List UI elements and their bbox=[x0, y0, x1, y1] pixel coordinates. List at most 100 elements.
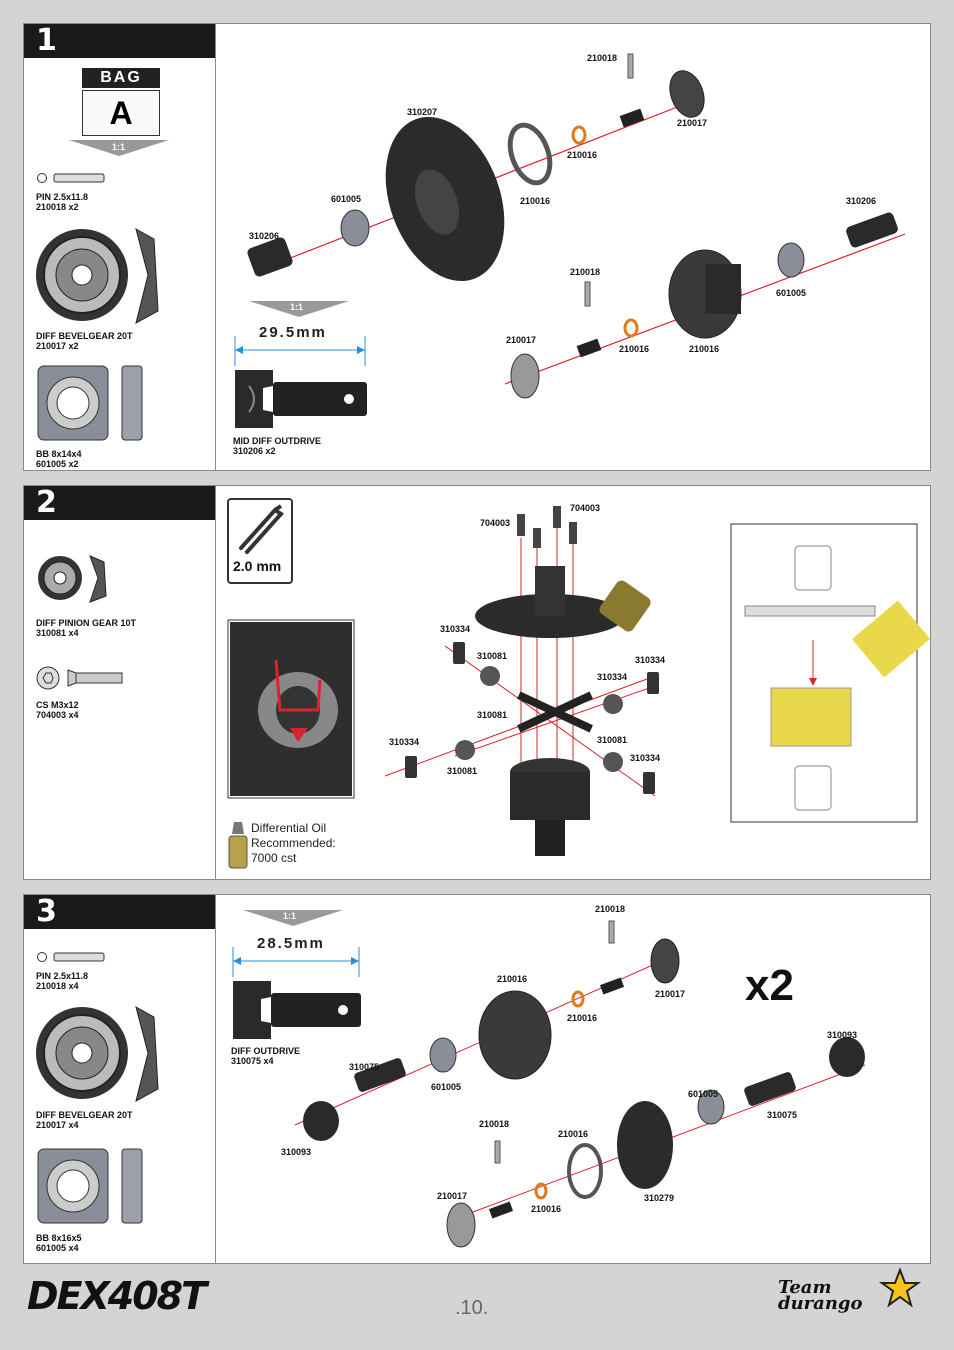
oil-fill-detail bbox=[730, 523, 931, 823]
callout: 601005 bbox=[776, 288, 807, 298]
callout: 210016 bbox=[567, 1013, 598, 1023]
step3-diagram: 1:1 28.5mm DIFF OUTDRIVE 310075 x4 x2 bbox=[215, 895, 930, 1263]
part-name: CS M3x12 bbox=[36, 700, 79, 710]
callout: 210017 bbox=[677, 118, 708, 128]
bevel-gear-icon bbox=[36, 1005, 159, 1102]
measurement-line bbox=[232, 947, 360, 977]
callout: 704003 bbox=[480, 518, 511, 528]
bag-scale-arrow bbox=[69, 140, 169, 156]
callout: 310334 bbox=[597, 672, 628, 682]
oil-note-line3: 7000 cst bbox=[251, 851, 297, 865]
callout: 210017 bbox=[506, 335, 537, 345]
callout: 310081 bbox=[477, 710, 508, 720]
callout: 310075 bbox=[349, 1062, 380, 1072]
measurement-label: 28.5mm bbox=[257, 935, 325, 952]
step1-number: 1 bbox=[24, 24, 215, 58]
brand-logo: Team durango bbox=[778, 1277, 863, 1314]
outdrive-name: DIFF OUTDRIVE bbox=[231, 1046, 300, 1056]
callout: 310206 bbox=[249, 231, 280, 241]
pinion-gear-icon bbox=[38, 555, 107, 603]
part-name: DIFF BEVELGEAR 20T bbox=[36, 1110, 133, 1120]
callout: 601005 bbox=[431, 1082, 462, 1092]
step2-diagram: 2.0 mm bbox=[215, 486, 931, 879]
step1-sidebar: 1 BAG A 1:1 PIN 2.5x11.8 210018 x2 DIFF … bbox=[24, 24, 216, 470]
part-code: 601005 x4 bbox=[36, 1243, 79, 1253]
step3-panel: 3 PIN 2.5x11.8 210018 x4 DIFF BEVELGEAR … bbox=[23, 894, 931, 1264]
callout: 210018 bbox=[587, 53, 618, 63]
step3-sidebar: 3 PIN 2.5x11.8 210018 x4 DIFF BEVELGEAR … bbox=[24, 895, 216, 1263]
callout: 310334 bbox=[389, 737, 420, 747]
hex-wrench-icon bbox=[239, 504, 285, 554]
scale-label: 1:1 bbox=[290, 302, 304, 312]
scale-arrow bbox=[249, 301, 349, 317]
callout: 601005 bbox=[688, 1089, 719, 1099]
callout: 704003 bbox=[570, 503, 601, 513]
callout: 210018 bbox=[570, 267, 601, 277]
callout: 210018 bbox=[479, 1119, 510, 1129]
callout: 310279 bbox=[644, 1193, 675, 1203]
bag-scale-label: 1:1 bbox=[112, 142, 126, 152]
pin-icon bbox=[37, 173, 105, 183]
part-name: DIFF BEVELGEAR 20T bbox=[36, 331, 133, 341]
bag-label: BAG bbox=[82, 68, 160, 88]
oil-note-line2: Recommended: bbox=[251, 836, 336, 850]
hex-size-label: 2.0 mm bbox=[233, 558, 282, 574]
part-code: 601005 x2 bbox=[36, 459, 79, 469]
callout: 310334 bbox=[440, 624, 471, 634]
callout: 210016 bbox=[619, 344, 650, 354]
outdrive-code: 310206 x2 bbox=[233, 446, 276, 456]
outdrive-code: 310075 x4 bbox=[231, 1056, 274, 1066]
callout: 310334 bbox=[630, 753, 661, 763]
oil-bottle-icon bbox=[228, 822, 248, 869]
part-name: BB 8x16x5 bbox=[36, 1233, 82, 1243]
part-code: 310081 x4 bbox=[36, 628, 79, 638]
step2-number: 2 bbox=[24, 486, 215, 520]
part-name: BB 8x14x4 bbox=[36, 449, 82, 459]
callout: 310081 bbox=[477, 651, 508, 661]
callout: 310081 bbox=[447, 766, 478, 776]
callout: 601005 bbox=[331, 194, 362, 204]
part-code: 210017 x2 bbox=[36, 341, 79, 351]
callout: 210016 bbox=[497, 974, 528, 984]
step2-exploded-view bbox=[384, 506, 659, 856]
outdrive-name: MID DIFF OUTDRIVE bbox=[233, 436, 321, 446]
diff-closeup-image bbox=[227, 619, 355, 799]
bag-letter: A bbox=[82, 90, 160, 136]
callout: 310334 bbox=[635, 655, 666, 665]
step3-exploded-view bbox=[294, 920, 866, 1248]
part-name: PIN 2.5x11.8 bbox=[36, 192, 89, 202]
diff-outdrive-icon bbox=[233, 981, 361, 1039]
star-icon bbox=[878, 1267, 922, 1308]
scale-arrow bbox=[243, 910, 343, 926]
part-code: 210018 x2 bbox=[36, 202, 79, 212]
callout: 310093 bbox=[827, 1030, 858, 1040]
callout: 310093 bbox=[281, 1147, 312, 1157]
callout: 310207 bbox=[407, 107, 438, 117]
callout: 210017 bbox=[655, 989, 686, 999]
model-logo: DEX408T bbox=[27, 1274, 207, 1318]
mid-diff-outdrive-icon bbox=[235, 370, 367, 428]
page-number: .10. bbox=[455, 1297, 489, 1319]
bearing-icon bbox=[37, 365, 143, 441]
step1-exploded-view bbox=[247, 53, 906, 399]
bag-icon: BAG A bbox=[82, 68, 162, 138]
callout: 310081 bbox=[597, 735, 628, 745]
callout: 210018 bbox=[595, 904, 626, 914]
part-name: PIN 2.5x11.8 bbox=[36, 971, 89, 981]
pin-icon bbox=[37, 952, 105, 962]
part-name: DIFF PINION GEAR 10T bbox=[36, 618, 137, 628]
part-code: 210018 x4 bbox=[36, 981, 79, 991]
bevel-gear-icon bbox=[36, 227, 159, 324]
scale-label: 1:1 bbox=[283, 911, 297, 921]
part-code: 704003 x4 bbox=[36, 710, 79, 720]
quantity-multiplier: x2 bbox=[745, 961, 794, 1010]
callout: 210016 bbox=[531, 1204, 562, 1214]
oil-note-line1: Differential Oil bbox=[251, 821, 327, 835]
callout: 310206 bbox=[846, 196, 877, 206]
screw-icon bbox=[36, 666, 123, 690]
hex-wrench-box: 2.0 mm bbox=[227, 498, 293, 584]
step3-number: 3 bbox=[24, 895, 215, 929]
callout: 310075 bbox=[767, 1110, 798, 1120]
step1-diagram: 1:1 29.5mm MID DIFF OUTDRIVE 310206 x2 bbox=[215, 24, 930, 470]
callout: 210016 bbox=[520, 196, 551, 206]
